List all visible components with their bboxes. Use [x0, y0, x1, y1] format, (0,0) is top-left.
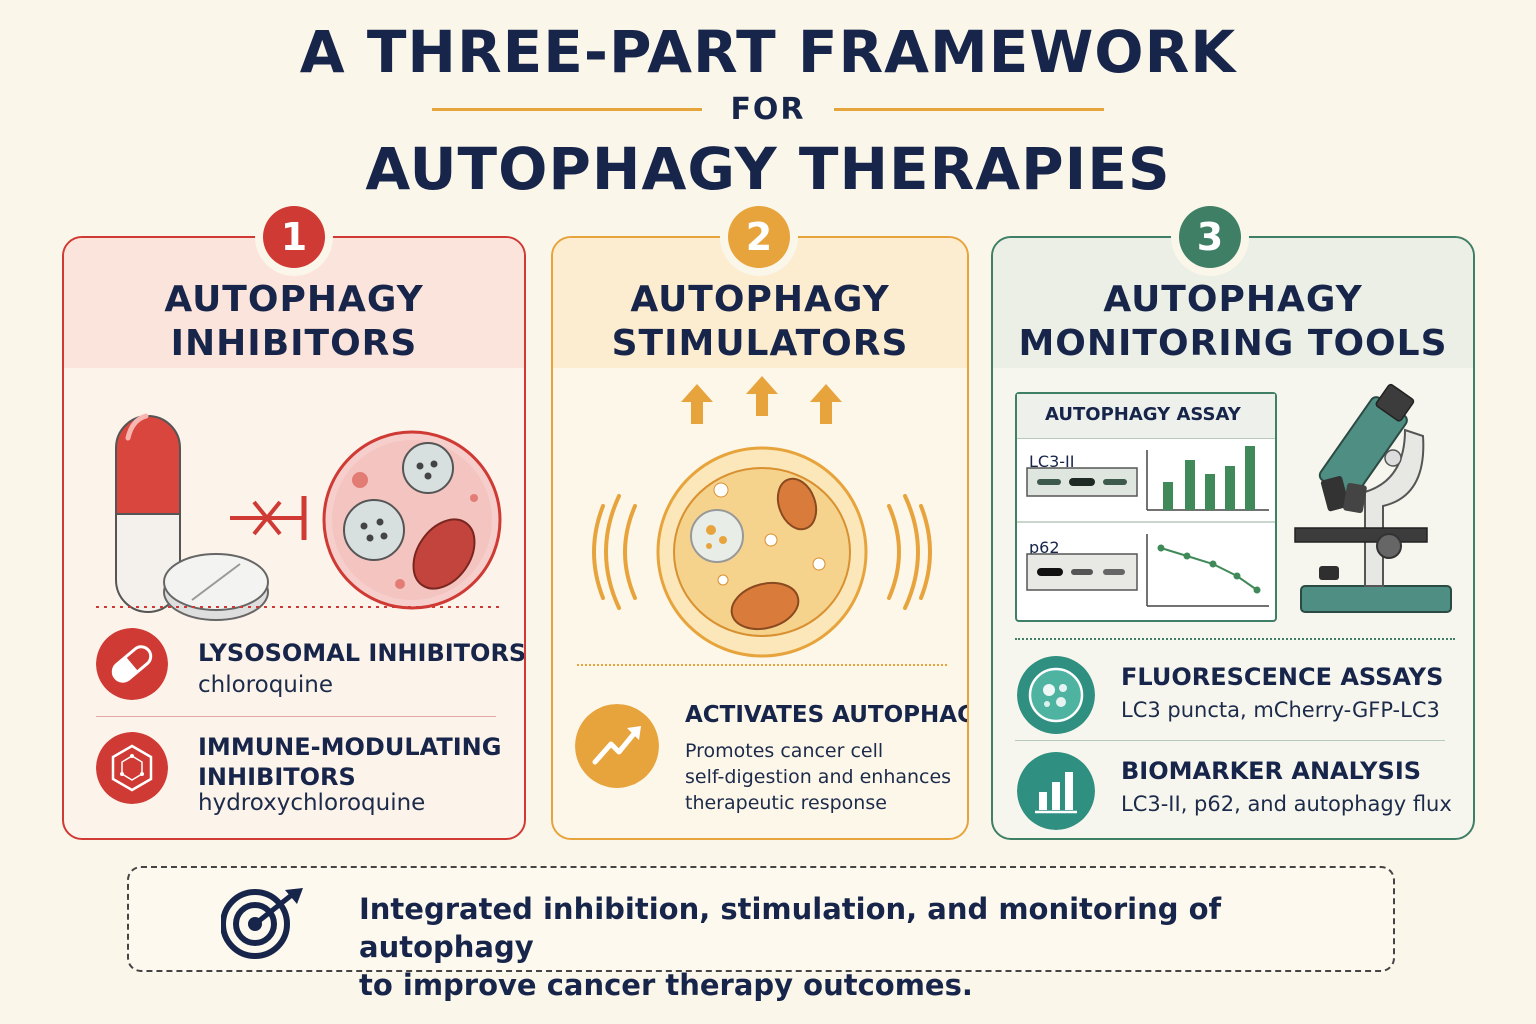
summary-line2: to improve cancer therapy outcomes.	[359, 968, 973, 1002]
activated-cell-icon	[656, 446, 868, 658]
panel-title: AUTOPHAGY INHIBITORS	[64, 278, 524, 366]
item-title: BIOMARKER ANALYSIS	[1121, 757, 1422, 785]
divider-right	[833, 108, 1104, 111]
separator	[96, 716, 496, 717]
separator	[1015, 740, 1445, 741]
microscope-icon	[1294, 383, 1452, 613]
panel-title-line2: STIMULATORS	[611, 323, 909, 364]
assay-card: AUTOPHAGY ASSAY LC3-II p62	[1015, 392, 1277, 622]
inhibitor-illustration	[96, 413, 502, 621]
hexagon-molecule-icon	[96, 732, 168, 804]
item-description: Promotes cancer cell self-digestion and …	[685, 738, 951, 816]
summary-line1: Integrated inhibition, stimulation, and …	[359, 892, 1222, 964]
up-arrow-icon	[681, 376, 842, 424]
capsule-icon	[96, 628, 168, 700]
panel-title: AUTOPHAGY STIMULATORS	[553, 278, 967, 366]
western-blot-lc3	[1026, 467, 1138, 497]
panel-title: AUTOPHAGY MONITORING TOOLS	[993, 278, 1473, 366]
item-subtitle: LC3 puncta, mCherry-GFP-LC3	[1121, 698, 1440, 722]
main-title-line1: A THREE-PART FRAMEWORK	[299, 18, 1237, 86]
item-subtitle: hydroxychloroquine	[198, 790, 426, 816]
item-desc-line2: self-digestion and enhances	[685, 766, 952, 788]
bar-chart-lc3	[1146, 446, 1269, 511]
title-for-row: FOR	[0, 92, 1536, 127]
blot-label-p62: p62	[1029, 538, 1060, 557]
item-title: FLUORESCENCE ASSAYS	[1121, 663, 1444, 691]
main-title-line2: AUTOPHAGY THERAPIES	[365, 135, 1171, 203]
item-title: ACTIVATES AUTOPHAGY	[685, 702, 969, 728]
fluorescence-cell-icon	[1017, 656, 1095, 734]
panel-title-line2: MONITORING TOOLS	[1018, 323, 1448, 364]
cell-icon	[322, 430, 502, 610]
item-title: IMMUNE-MODULATING INHIBITORS	[198, 732, 501, 792]
item-desc-line3: therapeutic response	[685, 792, 887, 814]
panel-title-line1: AUTOPHAGY	[630, 279, 890, 320]
item-subtitle: LC3-II, p62, and autophagy flux	[1121, 792, 1452, 816]
panel-inhibitors: AUTOPHAGY INHIBITORS	[62, 236, 526, 840]
target-icon	[221, 888, 303, 959]
trend-up-icon	[575, 704, 659, 788]
vibration-lines	[592, 494, 932, 610]
title-for: FOR	[730, 92, 806, 127]
assay-title: AUTOPHAGY ASSAY	[1045, 404, 1241, 425]
tablet-icon	[163, 553, 269, 621]
blot-label-lc3: LC3-II	[1029, 452, 1075, 471]
western-blot-p62	[1026, 553, 1138, 591]
item-title: LYSOSOMAL INHIBITORS	[198, 639, 526, 667]
assay-card-header	[1017, 394, 1275, 439]
stimulator-illustration	[592, 376, 932, 658]
assay-graphics	[1017, 446, 1275, 607]
step-badge-2: 2	[728, 206, 790, 268]
panel-header	[993, 238, 1473, 368]
panel-title-line1: AUTOPHAGY	[164, 279, 424, 320]
panel-title-line1: AUTOPHAGY	[1103, 279, 1363, 320]
capsule-icon	[115, 413, 181, 613]
panel-monitoring: AUTOPHAGY MONITORING TOOLS AUTOPHAGY ASS…	[991, 236, 1475, 840]
panel-title-line2: INHIBITORS	[170, 323, 418, 364]
item-subtitle: chloroquine	[198, 672, 334, 698]
step-badge-1: 1	[263, 206, 325, 268]
step-badge-3: 3	[1179, 206, 1241, 268]
summary-text: Integrated inhibition, stimulation, and …	[359, 890, 1393, 1004]
item-desc-line1: Promotes cancer cell	[685, 740, 884, 762]
dotted-divider	[1015, 638, 1455, 640]
item-title-line2: INHIBITORS	[198, 763, 356, 791]
block-icon	[230, 496, 307, 540]
summary-box: Integrated inhibition, stimulation, and …	[127, 866, 1395, 1002]
divider-left	[432, 108, 703, 111]
line-chart-p62	[1146, 534, 1269, 607]
panel-stimulators: AUTOPHAGY STIMULATORS ACTI	[551, 236, 969, 840]
item-title-line1: IMMUNE-MODULATING	[198, 733, 502, 761]
dotted-divider	[577, 664, 947, 666]
bar-chart-icon	[1017, 752, 1095, 830]
